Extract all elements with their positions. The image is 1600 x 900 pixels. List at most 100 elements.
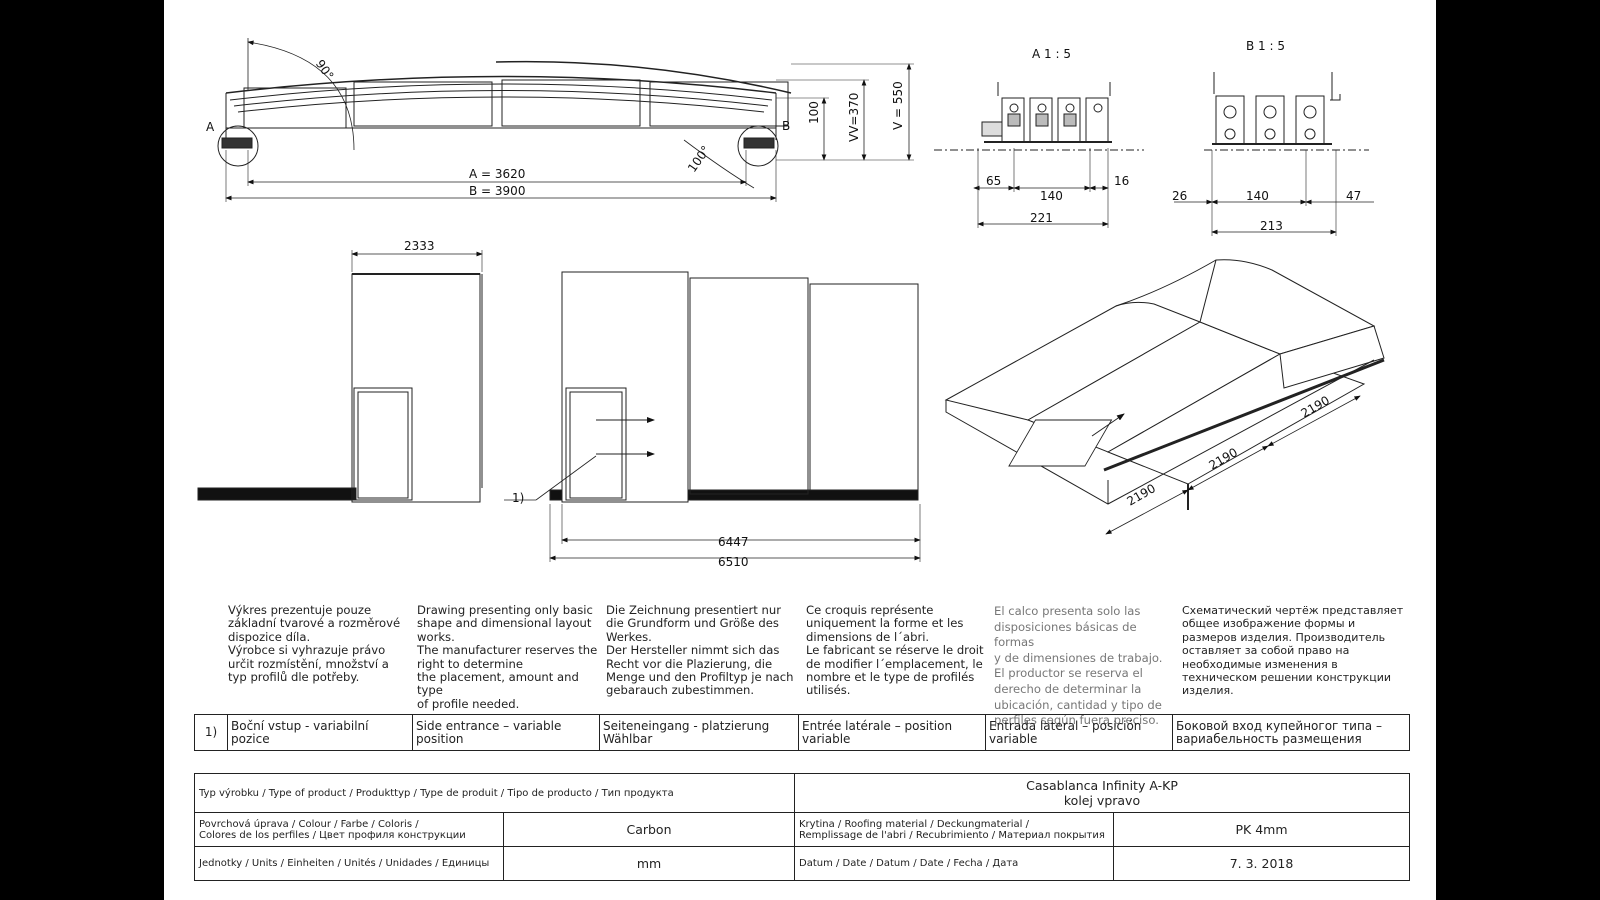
note-line: Le fabricant se réserve le droit [806,643,984,658]
note-line: disposiciones básicas de formas [994,619,1137,650]
detail-b-title: B 1 : 5 [1246,39,1285,53]
note-line: Menge und den Profiltyp je nach [606,670,794,685]
note-line: derecho de determinar la [994,681,1142,696]
note-line: utilisés. [806,683,851,698]
side-view-dim-6447: 6447 [718,535,749,549]
detail-a-dim-16: 16 [1114,174,1129,188]
ref-num: 1) [194,714,228,751]
note-line: základní tvarové a rozměrové [228,616,401,631]
colour-label: Povrchová úprava / Colour / Farbe / Colo… [194,812,504,847]
note-line: uniquement la forme et les [806,616,964,631]
roofing-label-line1: Krytina / Roofing material / Deckungmate… [799,818,1029,830]
angle-open-label: 90° [313,57,337,82]
note-line: shape and dimensional layout [417,616,592,631]
note-line: The manufacturer reserves the [417,643,598,658]
side-view-dim-6510: 6510 [718,555,749,569]
detail-a-dim-140: 140 [1040,189,1063,203]
side-view-callout: 1) [512,491,524,505]
detail-b-dim-213: 213 [1260,219,1283,233]
product-type-label: Typ výrobku / Type of product / Produktt… [194,773,795,813]
note-line: Der Hersteller nimmt sich das [606,643,780,658]
ref-de: Seiteneingang - platzierung Wählbar [599,714,799,751]
angle-swing-label: 100° [685,143,713,175]
iso-view [944,259,1385,535]
note-line: общее изображение формы и [1182,617,1356,631]
note-line: Výrobce si vyhrazuje právo [228,643,386,658]
roofing-label: Krytina / Roofing material / Deckungmate… [794,812,1114,847]
note-line: the placement, amount and type [417,670,579,698]
detail-b-dim-26: 26 [1172,189,1187,203]
note-fr: Ce croquis représente uniquement la form… [806,603,992,698]
note-en: Drawing presenting only basic shape and … [417,603,599,711]
detail-b-labels: B 1 : 5 26 140 47 213 [1172,39,1361,233]
colour-value: Carbon [503,812,795,847]
ref-ru: Боковой вход купейногог типа – вариабель… [1172,714,1410,751]
dim-vv: VV=370 [847,93,861,142]
detail-b-dim-47: 47 [1346,189,1361,203]
note-line: Схематический чертёж представляет [1182,604,1404,617]
ref-es: Entrada lateral – posición variable [985,714,1173,751]
note-ru: Схематический чертёж представляет общее … [1182,604,1418,698]
note-line: typ profilů dle potřeby. [228,670,360,685]
dim-a: A = 3620 [469,167,525,181]
front-view [197,250,483,503]
note-line: Ce croquis représente [806,603,934,617]
roofing-label-line2: Remplissage de l'abri / Recubrimiento / … [799,829,1105,841]
note-line: Werkes. [606,629,652,644]
note-line: die Grundform und Größe des [606,616,779,631]
technical-drawing: 90° 100° A B A = 3620 B = 3900 100 VV=37… [197,38,1385,569]
note-line: оставляет за собой право на [1182,644,1350,658]
drawing-sheet: 90° 100° A B A = 3620 B = 3900 100 VV=37… [164,0,1436,900]
note-line: El calco presenta solo las [994,604,1141,618]
detail-b [1174,72,1374,236]
date-value: 7. 3. 2018 [1113,846,1410,881]
front-view-dim: 2333 [404,239,435,253]
note-line: určit rozmístění, množství a [228,656,389,671]
side-view [504,271,921,562]
note-line: of profile needed. [417,696,520,711]
ref-fr: Entrée latérale – position variable [798,714,986,751]
note-line: размеров изделия. Производитель [1182,630,1386,644]
note-line: Die Zeichnung presentiert nur [606,603,781,617]
note-line: gebarauch zubestimmen. [606,683,755,698]
units-label: Jednotky / Units / Einheiten / Unités / … [194,846,504,881]
detail-b-dim-140: 140 [1246,189,1269,203]
ref-cs: Boční vstup - variabilní pozice [227,714,413,751]
note-line: dispozice díla. [228,629,311,644]
date-label: Datum / Date / Datum / Date / Fecha / Да… [794,846,1114,881]
dim-b: B = 3900 [469,184,525,198]
side-view-labels: 1) 6447 6510 [512,491,749,569]
note-line: dimensions de l´abri. [806,629,930,644]
note-line: y de dimensiones de trabajo. [994,650,1163,665]
note-line: works. [417,629,455,644]
detail-a-title: A 1 : 5 [1032,47,1071,61]
roofing-value: PK 4mm [1113,812,1410,847]
table-row: Povrchová úprava / Colour / Farbe / Colo… [194,812,1410,847]
table-row: 1) Boční vstup - variabilní pozice Side … [194,714,1410,751]
note-line: ubicación, cantidad y tipo de [994,697,1162,712]
note-es: El calco presenta solo las disposiciones… [994,604,1178,729]
ref-en: Side entrance – variable position [412,714,600,751]
reference-table: 1) Boční vstup - variabilní pozice Side … [194,714,1410,751]
note-de: Die Zeichnung presentiert nur die Grundf… [606,603,798,698]
table-row: Jednotky / Units / Einheiten / Unités / … [194,846,1410,881]
note-line: Výkres prezentuje pouze [228,603,372,617]
detail-a [934,82,1144,228]
title-block: Typ výrobku / Type of product / Produktt… [194,773,1410,881]
note-line: техническом решении конструкции [1182,671,1392,685]
top-view [217,38,914,202]
dim-v: V = 550 [891,81,905,130]
note-line: nombre et le type de profilés [806,670,975,685]
note-line: de modifier l´emplacement, le [806,656,983,671]
colour-label-line2: Colores de los perfiles / Цвет профиля к… [199,829,466,841]
note-line: изделия. [1182,684,1234,698]
detail-a-dim-65: 65 [986,174,1001,188]
label-b: B [782,119,790,133]
product-name: Casablanca Infinity A-KP kolej vpravo [794,773,1410,813]
detail-a-labels: A 1 : 5 65 140 16 221 [986,47,1129,225]
note-line: El productor se reserva el [994,666,1143,681]
detail-a-dim-221: 221 [1030,211,1053,225]
note-line: Drawing presenting only basic [417,603,593,617]
table-row: Typ výrobku / Type of product / Produktt… [194,773,1410,813]
colour-label-line1: Povrchová úprava / Colour / Farbe / Colo… [199,818,419,830]
